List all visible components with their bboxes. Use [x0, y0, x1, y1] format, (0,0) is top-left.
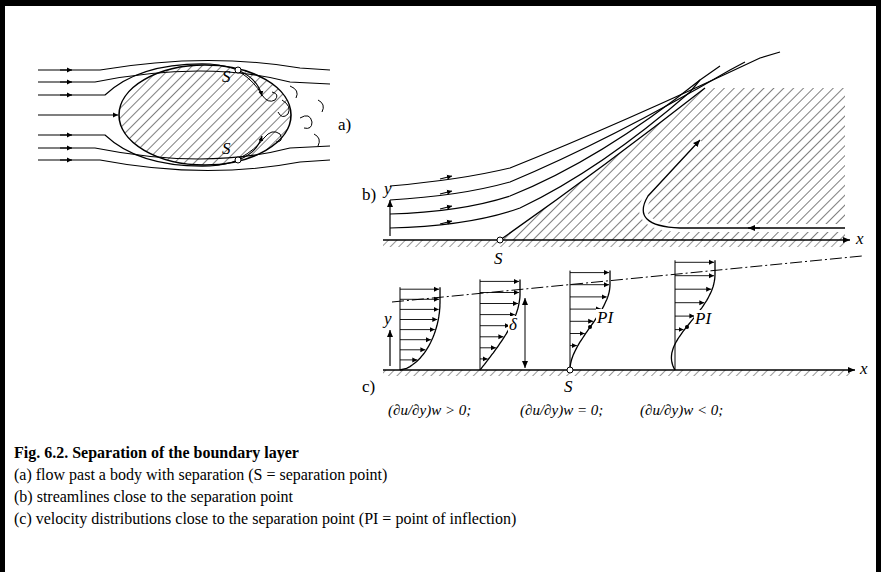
velocity-arrow	[400, 309, 439, 310]
velocity-profile	[480, 279, 520, 370]
velocity-arrow	[480, 347, 496, 348]
axis-label: y	[384, 310, 392, 329]
velocity-arrow	[400, 299, 439, 300]
velocity-arrow	[570, 296, 607, 297]
profile-axis	[480, 279, 481, 370]
velocity-arrow	[675, 316, 694, 317]
separation-point-label: S	[564, 378, 573, 397]
velocity-arrow	[570, 345, 577, 346]
wall-gradient-formula: (∂u/∂y)w > 0;	[388, 402, 471, 419]
axis-label: y	[384, 180, 392, 199]
inflection-label: PI	[694, 310, 712, 329]
caption-line: (a) flow past a body with separation (S …	[14, 466, 387, 484]
axis-label: x	[856, 230, 864, 249]
inflection-label: PI	[596, 309, 614, 328]
panel-letter: c)	[362, 378, 375, 397]
velocity-arrow	[675, 275, 714, 276]
velocity-arrow	[400, 289, 439, 290]
figure-caption: Fig. 6.2. Separation of the boundary lay…	[14, 444, 299, 462]
velocity-arrow	[675, 302, 704, 303]
thickness-label: δ	[508, 316, 518, 335]
velocity-arrow	[480, 336, 503, 337]
velocity-arrow	[570, 333, 585, 334]
velocity-arrow	[400, 359, 417, 360]
inflection-point	[685, 325, 689, 329]
velocity-profile	[671, 260, 715, 370]
velocity-arrow	[675, 329, 684, 330]
velocity-arrow	[400, 319, 437, 320]
velocity-arrow	[675, 289, 711, 290]
axis-label: x	[860, 360, 868, 379]
wall-gradient-formula: (∂u/∂y)w = 0;	[520, 402, 603, 419]
separation-point-label: S	[494, 250, 503, 269]
velocity-arrow	[675, 262, 714, 263]
velocity-arrow	[480, 314, 515, 315]
panel-letter: b)	[362, 186, 376, 205]
velocity-arrow	[400, 339, 431, 340]
profile-axis	[675, 260, 676, 370]
caption-line: (c) velocity distributions close to the …	[14, 510, 516, 528]
velocity-arrow	[480, 325, 510, 326]
separation-point-label: S	[222, 140, 231, 159]
velocity-arrow	[480, 303, 518, 304]
velocity-profile	[400, 287, 440, 370]
velocity-arrow	[400, 329, 435, 330]
velocity-arrow	[480, 281, 519, 282]
velocity-arrow	[480, 292, 519, 293]
profile-axis	[570, 271, 571, 370]
velocity-arrow	[400, 349, 425, 350]
velocity-arrow	[570, 284, 609, 285]
caption-line: (b) streamlines close to the separation …	[14, 488, 293, 506]
inflection-point	[588, 325, 592, 329]
velocity-arrow	[480, 358, 488, 359]
wall-gradient-formula: (∂u/∂y)w < 0;	[640, 402, 723, 419]
velocity-arrow	[570, 321, 593, 322]
velocity-arrow	[570, 272, 609, 273]
panel-letter: a)	[338, 116, 351, 135]
separation-point-label: S	[222, 68, 231, 87]
